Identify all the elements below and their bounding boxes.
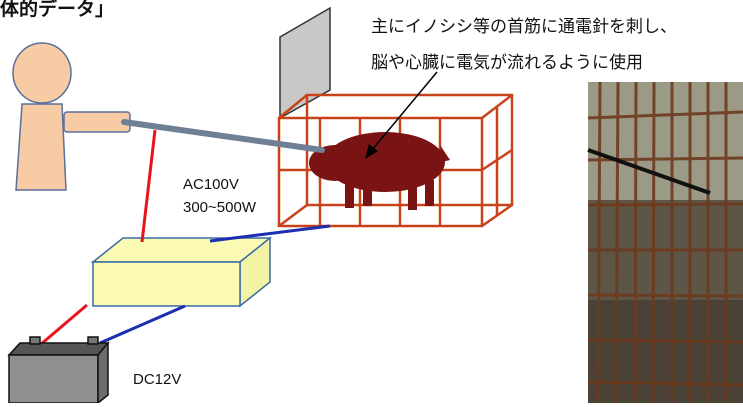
- wire-red: [39, 129, 157, 347]
- transformer-box: [90, 236, 273, 308]
- note-line-2: 脳や心臓に電気が流れるように使用: [371, 53, 643, 73]
- ac-voltage-label: AC100V: [183, 176, 239, 193]
- pointer-arrow: [365, 71, 438, 159]
- dc-voltage-label: DC12V: [133, 371, 182, 388]
- note-line-1: 主にイノシシ等の首筋に通電針を刺し、: [371, 17, 677, 37]
- ac-power-label: 300~500W: [183, 199, 256, 216]
- trap-cage-photo: [587, 81, 743, 404]
- title-text: 体的データ」: [0, 0, 115, 20]
- electric-needle-rod: [121, 119, 325, 153]
- boar-icon: [309, 132, 450, 210]
- battery-icon: [7, 336, 110, 405]
- wire-blue: [99, 224, 331, 345]
- panel-board: [279, 6, 331, 120]
- person-icon: [12, 42, 131, 191]
